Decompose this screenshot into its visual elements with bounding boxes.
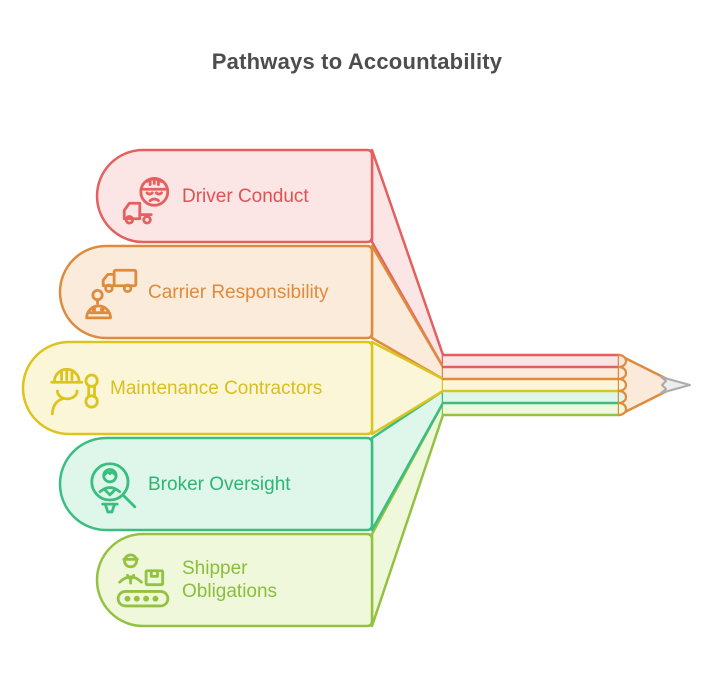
page-title: Pathways to Accountability [211, 49, 503, 74]
driver-helmet-truck-icon [117, 168, 175, 226]
pencil-stripe-2 [443, 367, 619, 379]
converging-fans [370, 148, 445, 628]
box-maintenance-contractors [21, 340, 374, 436]
box-broker-oversight [58, 436, 374, 532]
pencil-stripe-5 [443, 403, 619, 415]
shipper-conveyor-box-icon [114, 550, 172, 608]
pencil-body [441, 353, 621, 417]
pencil-stripe-1 [443, 355, 619, 367]
carrier-truck-person-icon [82, 264, 140, 322]
pencil-scallops [618, 353, 628, 417]
item-label-broker-oversight: Broker Oversight [148, 474, 291, 495]
pencil-stripe-3 [443, 379, 619, 391]
pencil-stripe-4 [443, 391, 619, 403]
pencil-graphite-point [660, 376, 691, 394]
item-label-maintenance-contractors: Maintenance Contractors [110, 378, 323, 399]
item-label-driver-conduct: Driver Conduct [182, 186, 309, 207]
item-label-shipper-obligations: Shipper Obligations [182, 558, 278, 602]
broker-magnifier-person-icon [84, 456, 142, 514]
category-boxes [21, 148, 374, 628]
box-driver-conduct [95, 148, 374, 244]
item-label-carrier-responsibility: Carrier Responsibility [148, 282, 329, 303]
maintenance-worker-wrench-icon [45, 360, 103, 418]
box-carrier-responsibility [58, 244, 374, 340]
